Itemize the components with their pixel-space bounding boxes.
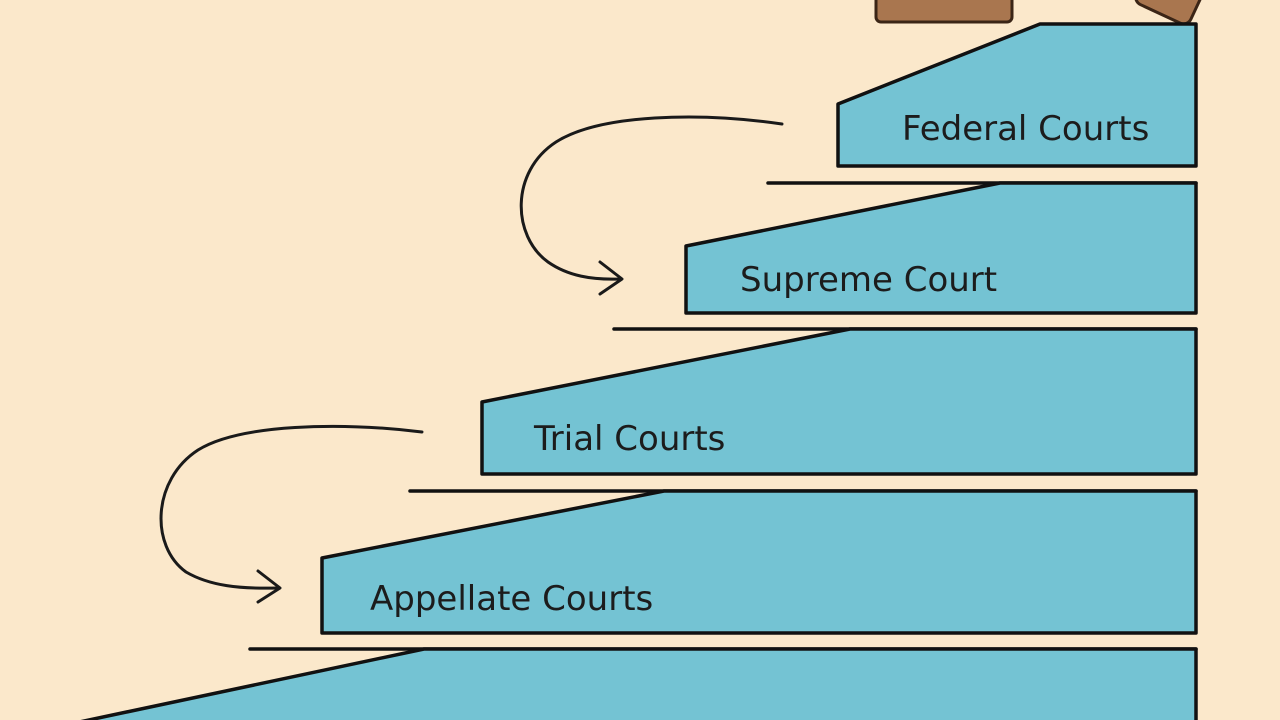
step-federal-courts: Federal Courts — [836, 22, 1198, 168]
step-label: Appellate Courts — [370, 579, 653, 619]
step-appellate-courts: Appellate Courts — [320, 489, 1198, 635]
gavel-icon — [874, 0, 1206, 26]
curved-arrow-icon — [159, 424, 424, 604]
step-label: Supreme Court — [740, 260, 997, 300]
step-label: Federal Courts — [902, 109, 1149, 149]
step-trial-courts: Trial Courts — [480, 327, 1198, 476]
step-supreme-court: Supreme Court — [684, 181, 1198, 315]
curved-arrow-icon — [519, 115, 784, 296]
step-bottom — [80, 647, 1198, 720]
step-label: Trial Courts — [533, 419, 725, 459]
